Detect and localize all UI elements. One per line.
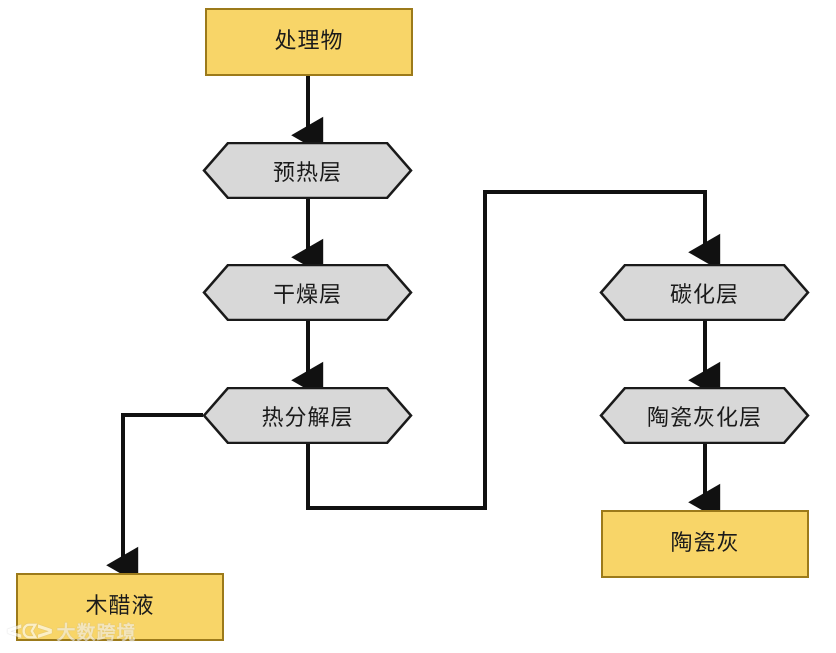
node-drying-label: 干燥层 — [272, 282, 342, 308]
node-drying[interactable]: 干燥层 — [202, 264, 413, 321]
node-ceramic-ashing-label: 陶瓷灰化层 — [646, 405, 762, 431]
node-ceramic-ashing[interactable]: 陶瓷灰化层 — [599, 387, 810, 444]
node-carbonization-label: 碳化层 — [669, 282, 739, 308]
node-preheat[interactable]: 预热层 — [202, 142, 413, 199]
hexagon-shape — [599, 264, 810, 321]
node-ceramic-ash[interactable]: 陶瓷灰 — [601, 510, 809, 578]
node-pyrolysis-label: 热分解层 — [261, 405, 354, 431]
node-wood-vinegar-label: 木醋液 — [85, 594, 155, 619]
node-wood-vinegar[interactable]: 木醋液 — [16, 573, 224, 641]
hexagon-shape — [202, 142, 413, 199]
hexagon-shape — [599, 387, 810, 444]
node-ceramic-ash-label: 陶瓷灰 — [670, 531, 740, 556]
hexagon-shape — [202, 264, 413, 321]
node-carbonization[interactable]: 碳化层 — [599, 264, 810, 321]
node-preheat-label: 预热层 — [272, 160, 342, 186]
node-pyrolysis[interactable]: 热分解层 — [202, 387, 413, 444]
edge-pyrolysis-to-carbonization — [306, 190, 721, 510]
node-feedstock[interactable]: 处理物 — [205, 8, 413, 76]
edge-pyrolysis-to-wood-vinegar — [106, 413, 203, 584]
hexagon-shape — [202, 387, 413, 444]
node-feedstock-label: 处理物 — [274, 29, 344, 54]
